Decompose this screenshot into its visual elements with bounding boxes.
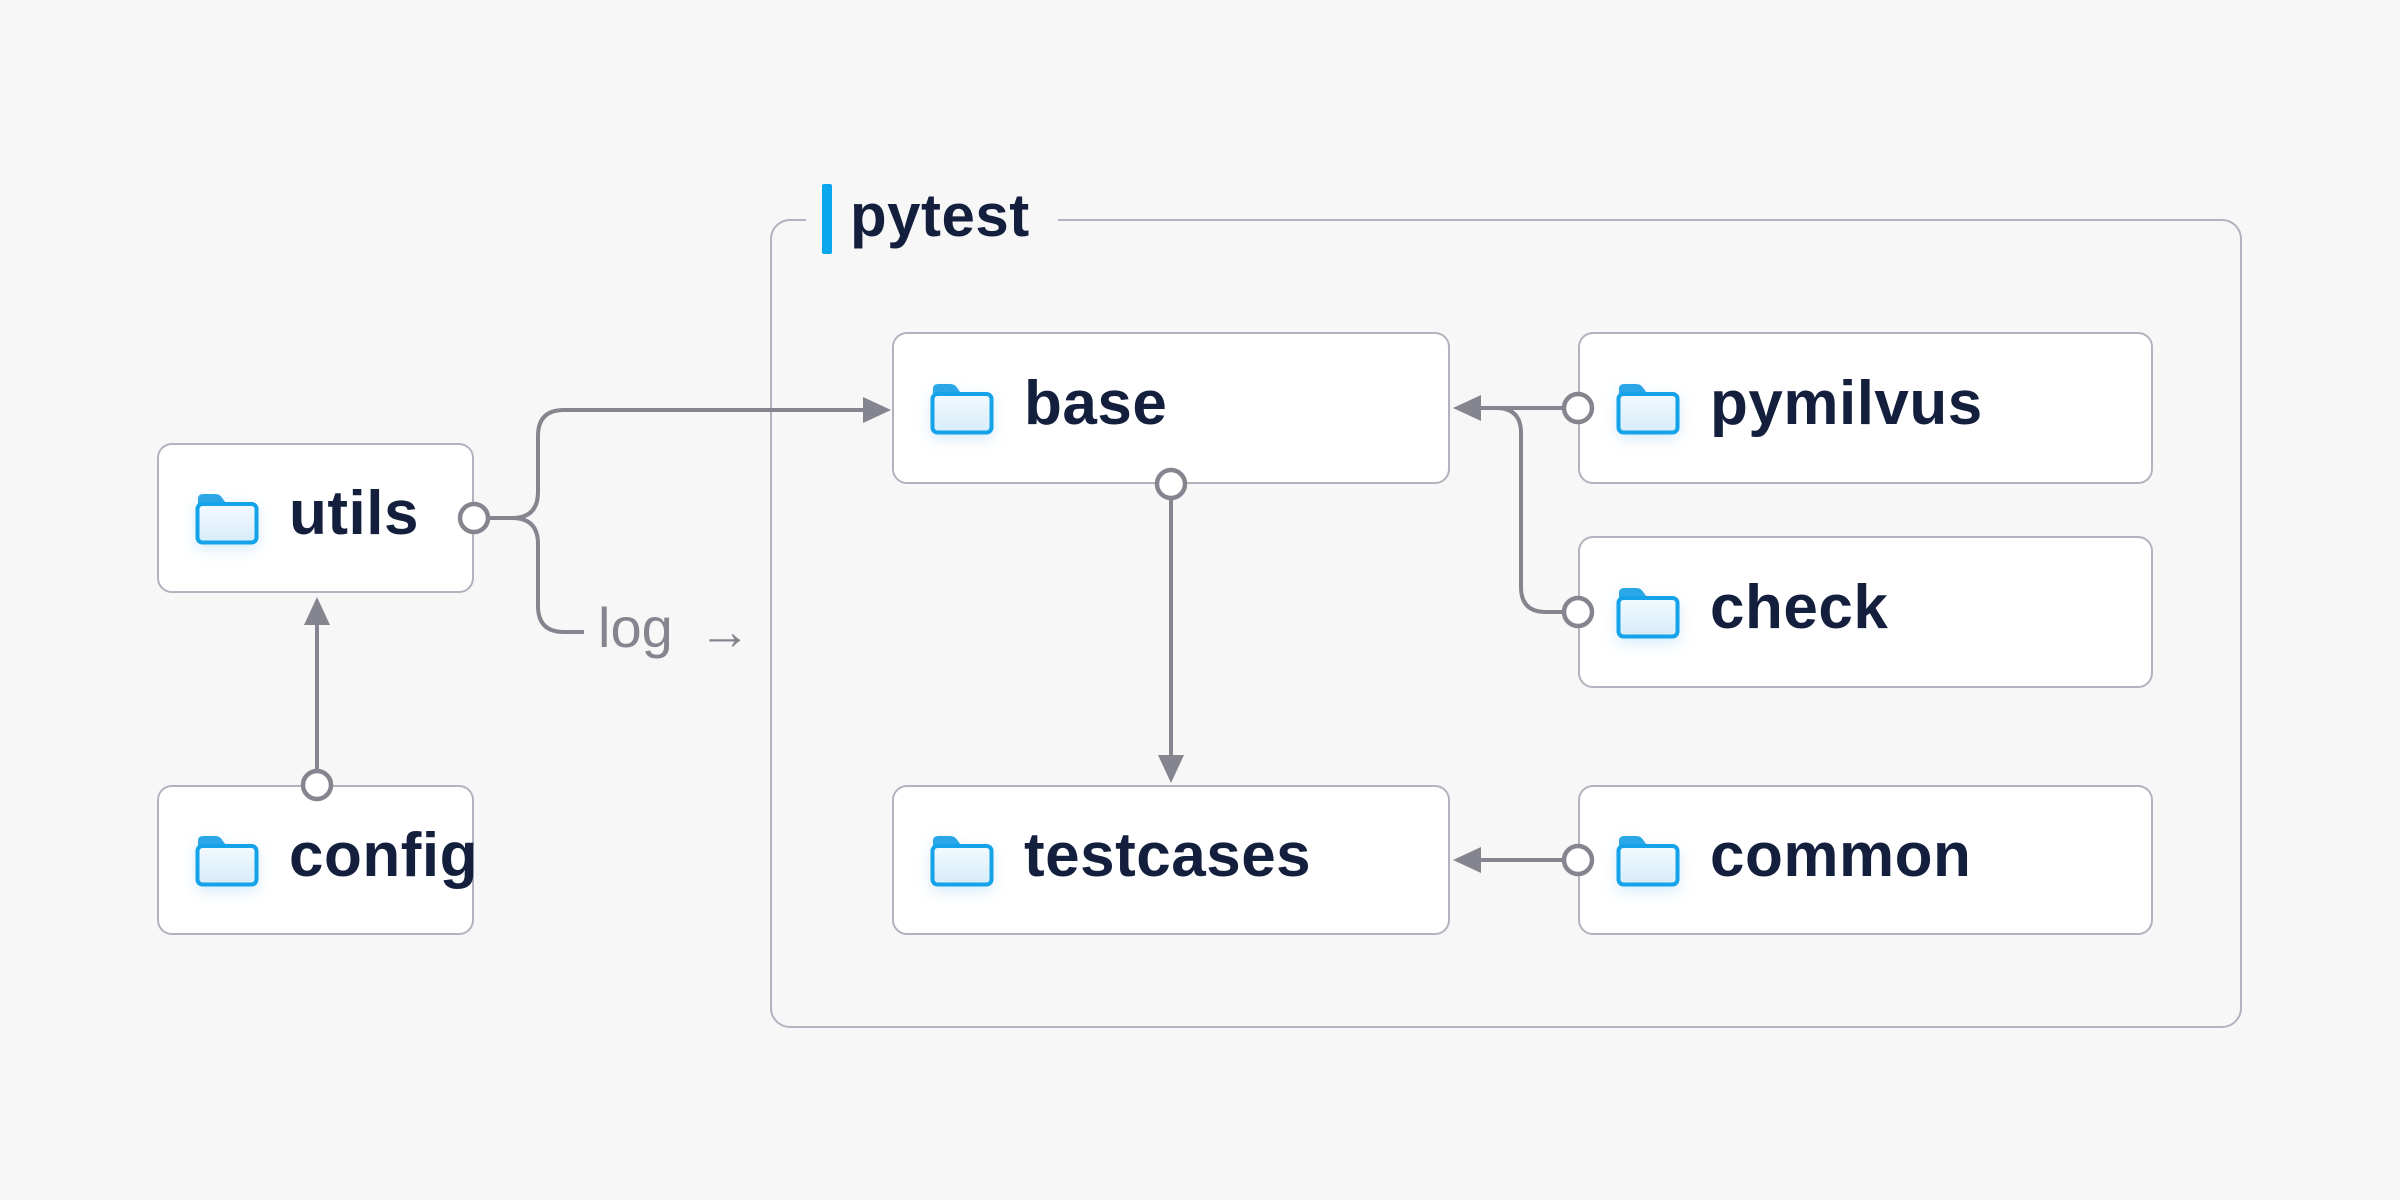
folder-icon xyxy=(1616,381,1680,435)
folder-icon xyxy=(930,381,994,435)
node-base: base xyxy=(892,332,1450,484)
folder-icon xyxy=(195,491,259,545)
folder-icon xyxy=(195,833,259,887)
node-config: config xyxy=(157,785,477,935)
node-label: utils xyxy=(289,479,419,548)
node-label: testcases xyxy=(1024,821,1312,890)
right-arrow-icon: → xyxy=(698,603,751,661)
node-check: check xyxy=(1578,536,2153,688)
node-label: pymilvus xyxy=(1710,369,1983,438)
node-testcases: testcases xyxy=(892,785,1450,935)
group-label-text: pytest xyxy=(850,182,1030,249)
node-common: common xyxy=(1578,785,2153,935)
node-label: base xyxy=(1024,369,1168,438)
folder-icon xyxy=(1616,833,1680,887)
edge-config-utils xyxy=(300,597,334,802)
pytest-group-label: pytest xyxy=(806,182,1058,256)
folder-icon xyxy=(930,833,994,887)
pytest-group-container xyxy=(770,219,2242,1028)
log-label-text: log xyxy=(598,596,673,659)
node-label: check xyxy=(1710,573,1889,642)
log-edge-label: log → xyxy=(592,597,757,667)
accent-bar xyxy=(822,184,832,254)
node-utils: utils xyxy=(157,443,474,593)
node-pymilvus: pymilvus xyxy=(1578,332,2153,484)
node-label: common xyxy=(1710,821,1972,890)
edge-utils-log xyxy=(457,501,584,634)
node-label: config xyxy=(289,821,478,890)
folder-icon xyxy=(1616,585,1680,639)
